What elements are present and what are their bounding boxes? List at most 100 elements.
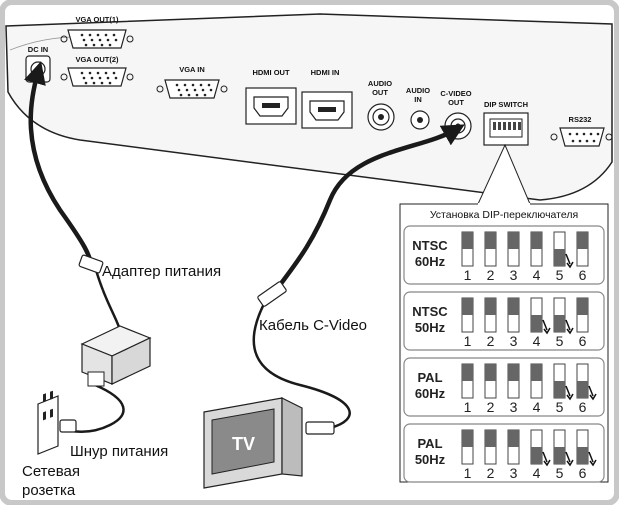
hdmi-in-port: HDMI IN <box>301 68 353 129</box>
dip-switch-2 <box>484 297 497 333</box>
dip-switch-number: 6 <box>579 465 587 481</box>
vga-in-label: VGA IN <box>179 65 205 74</box>
adapter-label: Адаптер питания <box>102 263 221 280</box>
audio-out-label-2: OUT <box>372 88 388 97</box>
dip-switch-number: 4 <box>533 465 541 481</box>
dip-mode-name: PAL <box>417 370 442 385</box>
dip-mode-frequency: 60Hz <box>415 386 446 401</box>
dip-switch-5 <box>553 297 574 335</box>
dc-in-label: DC IN <box>28 45 48 54</box>
dip-switch-2 <box>484 363 497 399</box>
power-plug-icon <box>59 419 77 433</box>
dip-switch-4 <box>530 297 551 335</box>
dip-switch-port: DIP SWITCH <box>483 100 529 146</box>
audio-in-label-2: IN <box>414 95 422 104</box>
rca-plug-icon <box>257 281 287 307</box>
dip-switch-1 <box>461 231 474 267</box>
dip-switch-4 <box>530 363 543 399</box>
dip-switch-number: 3 <box>510 399 518 415</box>
rs232-label: RS232 <box>569 115 592 124</box>
dip-switch-number: 4 <box>533 267 541 283</box>
dc-plug-icon <box>78 254 104 274</box>
dip-switch-5 <box>553 429 574 467</box>
dip-switch-number: 2 <box>487 333 495 349</box>
vga-out2-label: VGA OUT(2) <box>75 55 119 64</box>
tv-icon: TV <box>203 397 303 489</box>
dip-mode-name: NTSC <box>412 304 448 319</box>
dip-switch-number: 3 <box>510 333 518 349</box>
cvideo-cable <box>270 124 465 298</box>
vga-out2-port: VGA OUT(2) <box>60 55 134 87</box>
outlet-label-2: розетка <box>22 482 76 499</box>
dip-switch-number: 4 <box>533 399 541 415</box>
audio-in-label-1: AUDIO <box>406 86 430 95</box>
dip-switch-number: 2 <box>487 465 495 481</box>
dip-switch-label: DIP SWITCH <box>484 100 528 109</box>
outlet-label-1: Сетевая <box>22 463 80 480</box>
dip-switch-number: 2 <box>487 399 495 415</box>
dip-switch-1 <box>461 429 474 465</box>
cable-label: Кабель C-Video <box>259 317 367 334</box>
dip-switch-number: 5 <box>556 267 564 283</box>
dip-switch-6 <box>576 297 589 333</box>
dip-switch-number: 5 <box>556 333 564 349</box>
audio-out-label-1: AUDIO <box>368 79 392 88</box>
dip-mode-frequency: 50Hz <box>415 452 446 467</box>
dip-switch-number: 1 <box>464 465 472 481</box>
vga-in-port: VGA IN <box>156 65 228 99</box>
dip-switch-6 <box>576 429 597 467</box>
dip-switch-6 <box>576 231 589 267</box>
dip-switch-2 <box>484 429 497 465</box>
dip-switch-3 <box>507 429 520 465</box>
dip-switch-number: 3 <box>510 465 518 481</box>
dip-switch-number: 1 <box>464 399 472 415</box>
hdmi-out-label: HDMI OUT <box>252 68 289 77</box>
dip-switch-3 <box>507 231 520 267</box>
dip-switch-number: 3 <box>510 267 518 283</box>
dip-switch-3 <box>507 363 520 399</box>
hdmi-out-port: HDMI OUT <box>245 68 297 125</box>
audio-out-port: AUDIO OUT <box>367 79 395 131</box>
dip-switch-number: 6 <box>579 333 587 349</box>
dip-switch-6 <box>576 363 597 401</box>
dip-switch-4 <box>530 429 551 467</box>
power-adapter-icon <box>80 325 152 387</box>
dip-switch-4 <box>530 231 543 267</box>
dc-cable <box>24 61 95 269</box>
dip-switch-number: 5 <box>556 399 564 415</box>
dip-switch-number: 1 <box>464 267 472 283</box>
cvideo-cable-lower <box>252 299 351 430</box>
dip-mode-frequency: 50Hz <box>415 320 446 335</box>
tv-label: TV <box>232 434 255 454</box>
dip-switch-1 <box>461 363 474 399</box>
vga-out1-label: VGA OUT(1) <box>75 15 119 24</box>
dip-switch-number: 4 <box>533 333 541 349</box>
tv-rca-plug-icon <box>305 421 335 435</box>
dip-switch-number: 6 <box>579 399 587 415</box>
dip-switch-1 <box>461 297 474 333</box>
hdmi-in-label: HDMI IN <box>311 68 340 77</box>
dip-switch-2 <box>484 231 497 267</box>
dip-mode-name: NTSC <box>412 238 448 253</box>
vga-out1-port: VGA OUT(1) <box>60 15 134 49</box>
adapter-cable <box>94 269 122 331</box>
cvideo-out-label-1: C-VIDEO <box>440 89 471 98</box>
power-cord-label: Шнур питания <box>70 443 168 460</box>
rs232-port: RS232 <box>550 115 613 147</box>
dip-mode-frequency: 60Hz <box>415 254 446 269</box>
dip-switch-5 <box>553 363 574 401</box>
dip-panel-title: Установка DIP-переключателя <box>430 209 578 221</box>
dip-switch-number: 1 <box>464 333 472 349</box>
dip-switch-number: 6 <box>579 267 587 283</box>
dip-mode-name: PAL <box>417 436 442 451</box>
dip-switch-3 <box>507 297 520 333</box>
wall-outlet-icon <box>37 390 59 455</box>
